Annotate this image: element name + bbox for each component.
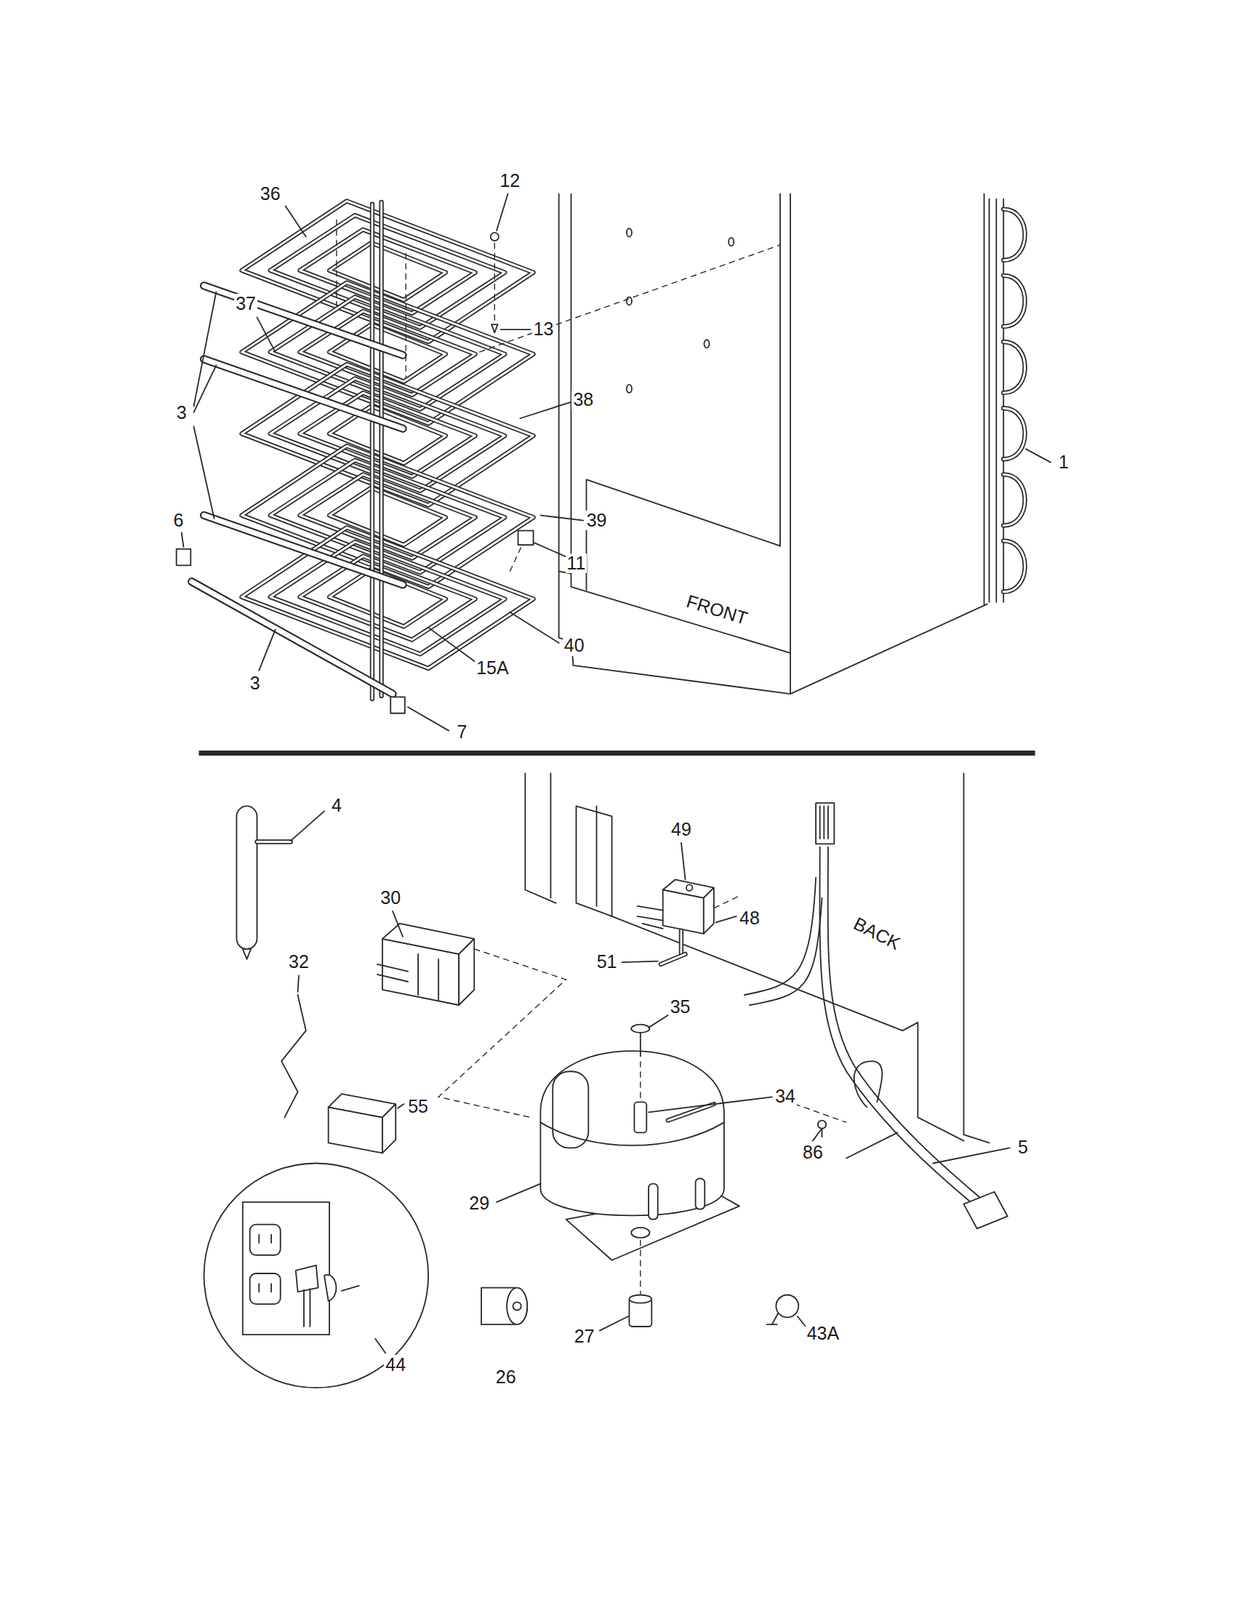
callout-number: 1 [1057, 452, 1071, 473]
callout-number: 86 [801, 1142, 825, 1163]
leader-lines [181, 194, 1051, 1354]
drier [236, 805, 291, 959]
callout-number: 27 [572, 1326, 597, 1347]
callout-number: 51 [595, 951, 619, 973]
callout-number: 32 [287, 951, 311, 973]
callout-number: 37 [234, 293, 258, 315]
callout-number: 5 [1016, 1137, 1030, 1158]
callout-number: 6 [172, 510, 186, 531]
evaporator-shelves [241, 200, 533, 699]
shelf-rails [191, 285, 403, 694]
callout-number: 13 [532, 319, 556, 340]
callout-number: 29 [467, 1193, 491, 1214]
outlet-detail [204, 1162, 429, 1388]
divider [199, 750, 1036, 756]
condenser-coil [989, 199, 1026, 603]
callout-number: 40 [562, 635, 587, 656]
orientation-label: FRONT [682, 590, 752, 629]
callout-number: 15A [474, 657, 510, 679]
callout-number: 7 [455, 721, 469, 743]
callout-number: 36 [258, 183, 283, 205]
loose-parts [481, 1287, 799, 1325]
callout-number: 3 [248, 673, 262, 694]
power-cord [744, 802, 1008, 1229]
callout-number: 12 [498, 170, 522, 192]
valve [637, 879, 740, 964]
callout-number: 35 [668, 996, 693, 1018]
callout-number: 48 [737, 908, 762, 929]
callout-number: 55 [406, 1096, 430, 1117]
callout-number: 49 [669, 819, 693, 840]
callout-number: 30 [378, 887, 403, 909]
callout-number: 4 [330, 795, 344, 816]
compressor [540, 1024, 740, 1327]
relay-and-overload [281, 923, 566, 1154]
callout-number: 43A [805, 1323, 841, 1344]
clips-and-fasteners [176, 219, 781, 714]
callout-number: 44 [383, 1354, 408, 1375]
callout-number: 26 [494, 1366, 518, 1388]
cabinet [559, 194, 988, 695]
callout-number: 11 [565, 553, 588, 574]
callout-number: 34 [773, 1086, 797, 1107]
callout-number: 39 [585, 510, 609, 531]
callout-number: 3 [175, 402, 189, 424]
orientation-label: BACK [849, 912, 906, 954]
callout-number: 38 [571, 389, 595, 411]
